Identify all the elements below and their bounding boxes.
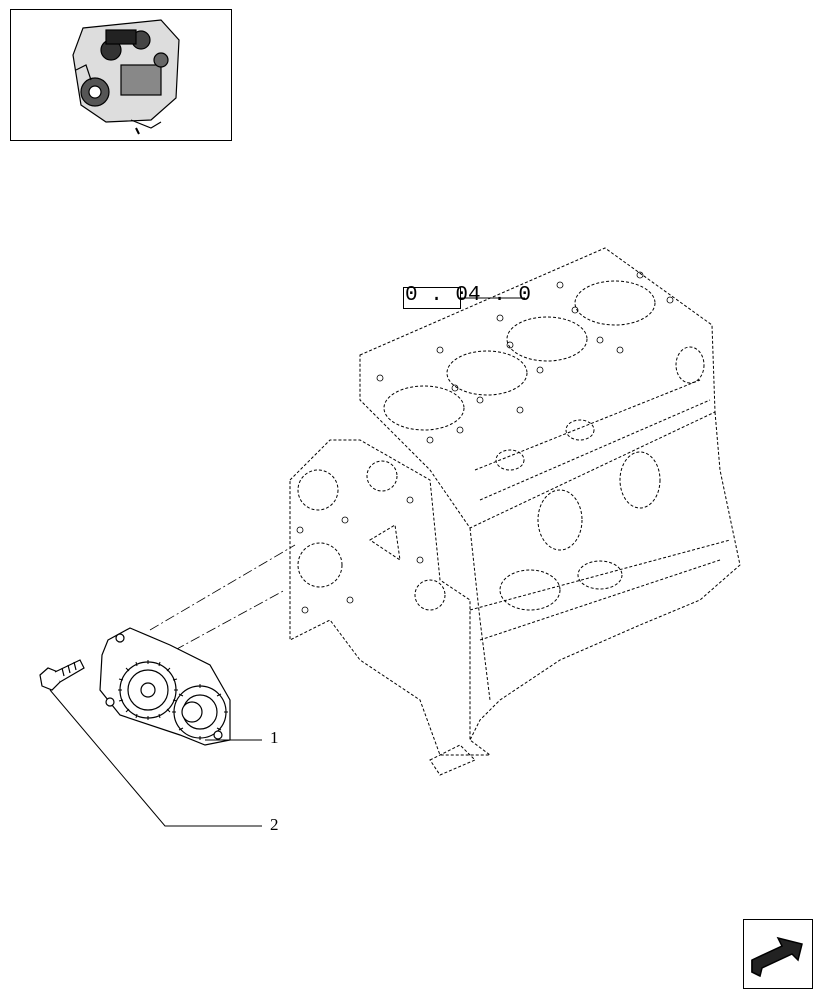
alignment-lines (149, 544, 296, 651)
next-page-arrow-icon (751, 936, 803, 978)
callout-1[interactable]: 1 (270, 728, 279, 747)
callout-2[interactable]: 2 (270, 815, 279, 834)
reference-label[interactable]: 0 . 04 . 0 (405, 284, 532, 307)
reference-box[interactable] (403, 287, 461, 309)
gear-teeth (118, 660, 228, 740)
bolt (39, 659, 85, 691)
leader-lines (49, 689, 262, 827)
next-page-button[interactable] (743, 919, 813, 989)
engine-thumbnail[interactable] (10, 9, 232, 141)
engine-thumbnail-icon (72, 19, 180, 135)
deck-holes (296, 271, 674, 614)
oil-pump (99, 627, 231, 746)
engine-block (289, 247, 741, 776)
